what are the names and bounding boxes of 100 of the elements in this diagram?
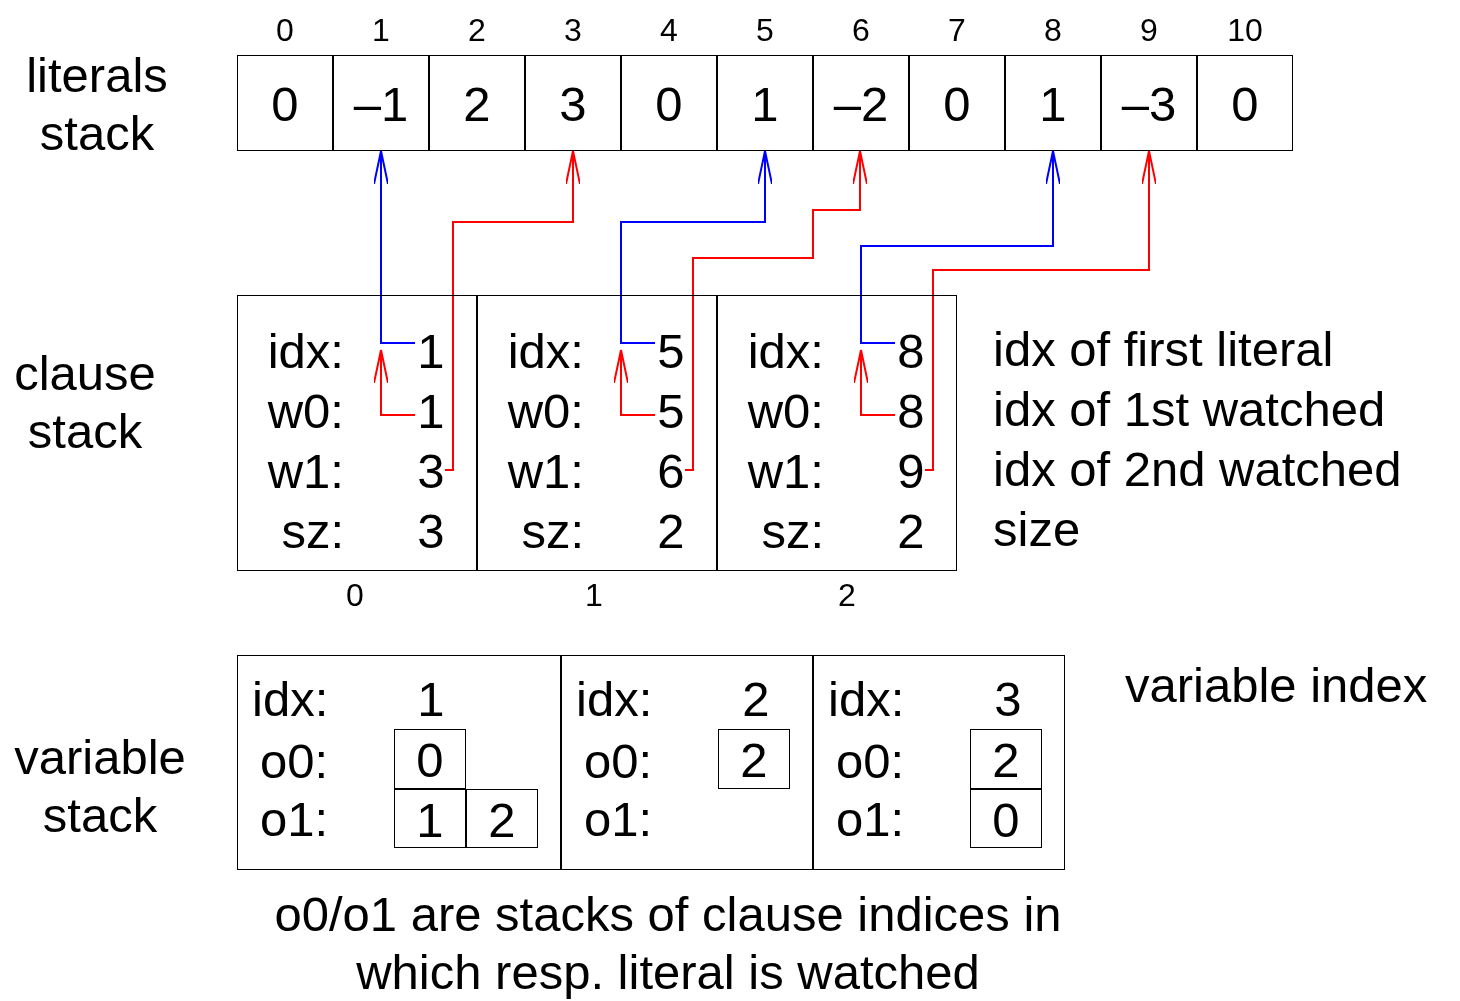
clause-index-cell [466,789,538,848]
annotation-text: variable index [1125,657,1428,714]
clause-index-cell [394,789,466,848]
cell-value: 0 [942,76,972,133]
cell-value: 1 [415,791,445,849]
row-heading: variable stack [13,729,187,844]
field-label: idx: [747,323,824,380]
cell-value: 1 [1038,76,1068,133]
array-cell [237,55,333,151]
field-label: o0: [836,733,905,790]
row-heading: literals stack [25,47,169,162]
array-cell [1005,55,1101,151]
caption: o0/o1 are stacks of clause indices in which resp. literal is watched [273,886,1063,1001]
cell-value: 0 [654,76,684,133]
clause-record-box [717,295,957,571]
field-value: 2 [896,503,926,560]
cell-value: 1 [750,76,780,133]
field-value: 9 [896,443,926,500]
field-label: w1: [747,443,824,500]
annotation-text: idx of 1st watched [993,381,1386,438]
array-cell [717,55,813,151]
cell-value: 2 [462,76,492,133]
field-label: o1: [584,791,653,848]
field-value: 5 [656,383,686,440]
index-number: 10 [1226,12,1264,48]
cell-value: –2 [832,76,890,133]
annotation-text: size [993,501,1081,558]
field-value: 3 [416,503,446,560]
field-label: idx: [252,671,329,728]
field-label: sz: [281,503,344,560]
pointer-arrow [853,349,896,416]
index-number: 1 [584,577,604,613]
array-cell [333,55,429,151]
field-label: o1: [260,791,329,848]
field-label: o1: [836,791,905,848]
cell-value: 2 [487,791,517,849]
clause-index-cell [394,729,466,789]
clause-record-box [237,295,477,571]
index-number: 4 [659,12,679,48]
field-value: 6 [656,443,686,500]
field-label: o0: [584,733,653,790]
annotation-text: idx of first literal [993,321,1334,378]
field-value: 8 [896,383,926,440]
array-cell [621,55,717,151]
array-cell [1101,55,1197,151]
pointer-arrow [373,349,416,416]
field-label: w0: [267,383,344,440]
cell-value: 0 [991,791,1021,849]
cell-value: 3 [558,76,588,133]
cell-value: 2 [739,732,769,789]
array-cell [525,55,621,151]
field-value: 3 [416,443,446,500]
field-label: w0: [747,383,824,440]
pointer-arrow [684,150,868,471]
cell-value: 2 [991,732,1021,789]
field-value: 2 [656,503,686,560]
pointer-arrow [373,150,416,344]
field-value: 1 [416,383,446,440]
row-heading: clause stack [13,345,157,460]
pointer-arrow [924,150,1157,471]
field-value: 1 [417,671,445,728]
field-label: sz: [761,503,824,560]
field-label: idx: [267,323,344,380]
array-cell [429,55,525,151]
field-label: w0: [507,383,584,440]
cell-value: –3 [1120,76,1178,133]
index-number: 1 [371,12,391,48]
index-number: 0 [275,12,295,48]
field-value: 1 [416,323,446,380]
clause-index-cell [970,789,1042,848]
array-cell [909,55,1005,151]
array-cell [813,55,909,151]
cell-value: 0 [1230,76,1260,133]
pointer-arrow [444,150,581,471]
field-label: w1: [267,443,344,500]
index-number: 5 [755,12,775,48]
field-label: o0: [260,733,329,790]
variable-record-box [561,655,813,870]
field-label: w1: [507,443,584,500]
pointer-arrow [860,150,1061,344]
clause-index-cell [970,729,1042,789]
index-number: 2 [837,577,857,613]
index-number: 0 [345,577,365,613]
annotation-text: idx of 2nd watched [993,441,1402,498]
array-cell [1197,55,1293,151]
clause-record-box [477,295,717,571]
field-label: idx: [828,671,905,728]
pointer-arrow [620,150,773,344]
cell-value: 0 [415,732,445,789]
pointer-arrow [613,349,656,416]
field-value: 5 [656,323,686,380]
field-label: sz: [521,503,584,560]
field-label: idx: [507,323,584,380]
cell-value: –1 [352,76,410,133]
index-number: 2 [467,12,487,48]
index-number: 3 [563,12,583,48]
cell-value: 0 [270,76,300,133]
index-number: 6 [851,12,871,48]
field-label: idx: [576,671,653,728]
field-value: 3 [994,671,1022,728]
